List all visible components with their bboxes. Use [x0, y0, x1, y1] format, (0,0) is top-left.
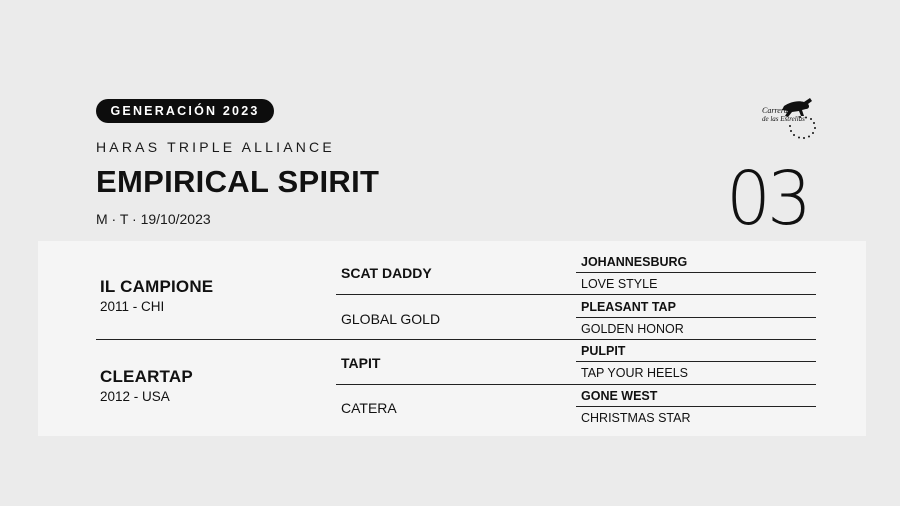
sire-dam: GLOBAL GOLD: [341, 311, 441, 327]
divider-3a: [576, 272, 816, 273]
dam-name: CLEARTAP: [100, 367, 193, 386]
divider-3d: [576, 406, 816, 407]
gen3-item-8: CHRISTMAS STAR: [581, 411, 691, 425]
dam-block: CLEARTAP 2012 - USA: [100, 367, 193, 404]
gen3-item-6: TAP YOUR HEELS: [581, 366, 688, 380]
gen3-item-5: PULPIT: [581, 344, 626, 358]
pedigree-panel: [38, 241, 866, 436]
dam-info: 2012 - USA: [100, 389, 170, 404]
lot-number: 03: [726, 156, 812, 242]
dam-dam: CATERA: [341, 400, 397, 416]
generation-badge: GENERACIÓN 2023: [96, 99, 274, 123]
divider-3b: [576, 317, 816, 318]
gen3-item-7: GONE WEST: [581, 389, 658, 403]
logo-text-line1: Carreras: [762, 106, 791, 115]
horse-meta: M · T · 19/10/2023: [96, 211, 211, 227]
sire-sire: SCAT DADDY: [341, 265, 432, 281]
sire-info: 2011 - CHI: [100, 299, 165, 314]
gen3-item-3: PLEASANT TAP: [581, 300, 676, 314]
gen3-item-4: GOLDEN HONOR: [581, 322, 684, 336]
divider-2a: [336, 294, 816, 295]
sire-dam-divider: [96, 339, 816, 340]
divider-2b: [336, 384, 816, 385]
gen3-item-1: JOHANNESBURG: [581, 255, 688, 269]
brand-logo: Carreras de las Estrellas: [760, 96, 820, 142]
horse-logo-icon: Carreras de las Estrellas: [762, 98, 816, 139]
stud-farm-name: HARAS TRIPLE ALLIANCE: [96, 139, 335, 155]
divider-3c: [576, 361, 816, 362]
sire-name: IL CAMPIONE: [100, 277, 214, 296]
horse-name: EMPIRICAL SPIRIT: [96, 164, 380, 199]
logo-text-line2: de las Estrellas: [762, 115, 805, 123]
dam-sire: TAPIT: [341, 355, 381, 371]
sire-block: IL CAMPIONE 2011 - CHI: [100, 277, 213, 314]
gen3-item-2: LOVE STYLE: [581, 277, 658, 291]
